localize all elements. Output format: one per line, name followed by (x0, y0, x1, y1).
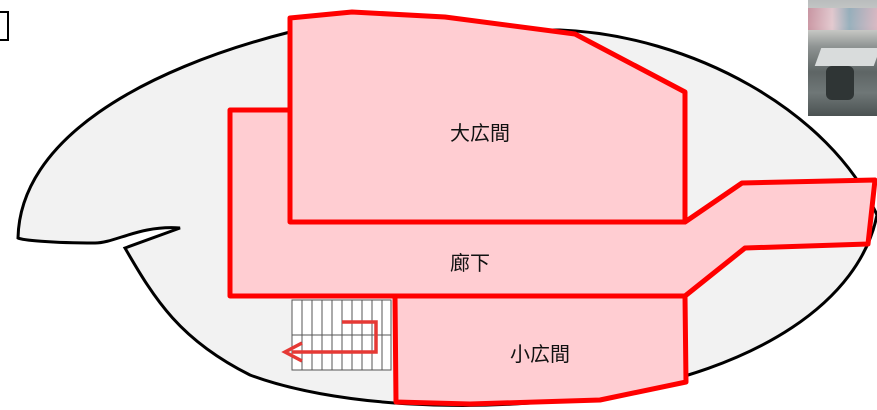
room-corridor[interactable] (227, 107, 877, 299)
label-corridor: 廊下 (450, 251, 490, 275)
room-photo-thumbnail (808, 0, 877, 116)
room-small-hall[interactable] (392, 293, 689, 407)
photo-desk (814, 48, 877, 66)
corner-bracket-icon (0, 11, 9, 41)
label-large-hall: 大広間 (450, 121, 510, 145)
route-arrow-icon (281, 320, 378, 363)
photo-chair (826, 66, 854, 100)
label-small-hall: 小広間 (510, 342, 570, 366)
photo-shelf (808, 8, 877, 30)
